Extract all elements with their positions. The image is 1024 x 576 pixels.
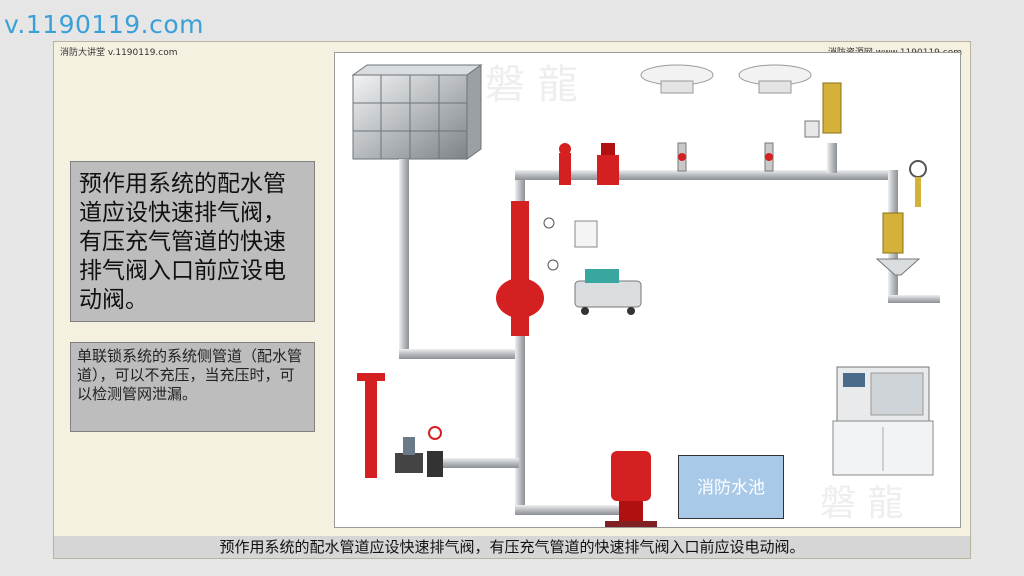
gate-valve-icon bbox=[597, 143, 619, 185]
signal-valve-icon bbox=[559, 143, 571, 185]
watermark-bottom: 磐 龍 bbox=[820, 483, 903, 524]
sprinkler-icon bbox=[764, 142, 774, 172]
pressure-gauge-icon bbox=[909, 160, 927, 207]
drain-funnel-icon bbox=[875, 258, 921, 276]
check-valve-icon bbox=[395, 437, 423, 473]
slide: 消防大讲堂 v.1190119.com 消防资源网 www.1190119.co… bbox=[53, 41, 971, 559]
water-tank-icon bbox=[351, 64, 483, 160]
fire-pump-icon bbox=[605, 451, 657, 527]
pump-adapter-icon bbox=[357, 373, 385, 478]
fire-water-pool: 消防水池 bbox=[678, 455, 784, 519]
pool-label: 消防水池 bbox=[697, 478, 765, 498]
note-text-box: 单联锁系统的系统侧管道（配水管道），可以不充压，当充压时，可以检测管网泄漏。 bbox=[70, 342, 315, 432]
control-box-icon bbox=[574, 220, 598, 248]
watermark-top: 磐 龍 bbox=[485, 62, 578, 108]
site-url[interactable]: v.1190119.com bbox=[4, 10, 204, 39]
sprinkler-icon bbox=[677, 142, 687, 172]
air-compressor-icon bbox=[574, 269, 642, 315]
system-diagram: 磐 龍 磐 龍 bbox=[334, 52, 961, 528]
gate-valve-icon bbox=[427, 426, 443, 477]
diagram-svg: 磐 龍 磐 龍 bbox=[351, 62, 940, 527]
fire-control-panel-icon bbox=[832, 366, 934, 476]
pre-action-valve-icon bbox=[496, 201, 559, 336]
air-release-valve-icon bbox=[804, 82, 842, 138]
smoke-detector-icon bbox=[640, 64, 714, 94]
slide-caption: 预作用系统的配水管道应设快速排气阀，有压充气管道的快速排气阀入口前应设电动阀。 bbox=[54, 536, 970, 558]
header-left: 消防大讲堂 v.1190119.com bbox=[60, 48, 178, 58]
smoke-detector-icon bbox=[738, 64, 812, 94]
test-valve-icon bbox=[882, 212, 904, 254]
main-text-box: 预作用系统的配水管道应设快速排气阀，有压充气管道的快速排气阀入口前应设电动阀。 bbox=[70, 161, 315, 322]
